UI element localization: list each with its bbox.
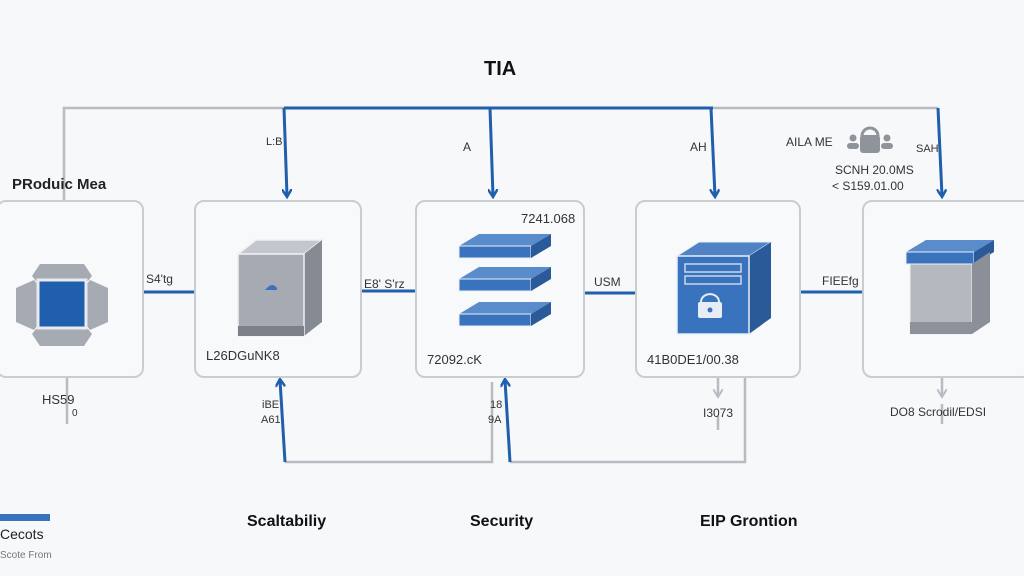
caption-scalability: Scaltabiliy bbox=[247, 513, 327, 530]
node-compute[interactable]: ☁ L26DGuNK8 bbox=[194, 200, 362, 378]
secure-down-label: I3073 bbox=[703, 406, 734, 420]
arrow-down-secure bbox=[709, 107, 715, 196]
arrow-label-1: L:B bbox=[266, 136, 283, 148]
product-label: PRoduic Mea bbox=[12, 176, 107, 193]
flow-label-3: USM bbox=[594, 275, 621, 289]
caption-security: Security bbox=[470, 513, 534, 530]
arrow-down-compute bbox=[284, 107, 287, 196]
storage-up-label-2: 9A bbox=[488, 414, 502, 426]
node-source[interactable] bbox=[0, 200, 144, 378]
arrow-label-4: SAH bbox=[916, 143, 939, 155]
arrow-up-storage bbox=[505, 380, 512, 463]
legend-swatch bbox=[0, 514, 50, 521]
diagram-title: TIA bbox=[484, 58, 517, 80]
svg-text:☁: ☁ bbox=[264, 278, 278, 294]
arrow-label-2: A bbox=[463, 140, 472, 154]
hs-label: HS59 bbox=[42, 392, 75, 407]
target-down-label: DO8 Scrodil/EDSI bbox=[890, 405, 987, 419]
box-gray-icon bbox=[905, 240, 994, 335]
price-label-2: < S159.01.00 bbox=[832, 179, 904, 193]
server-gray-icon: ☁ bbox=[235, 239, 325, 337]
bottom-loop-gray bbox=[285, 382, 494, 464]
server-blue-lock-icon bbox=[675, 241, 773, 335]
top-bus-gray-left bbox=[62, 106, 284, 200]
legend-subtitle: Scote From bbox=[0, 550, 52, 561]
cluster-icon bbox=[16, 264, 108, 346]
caption-eip: EIP Grontion bbox=[700, 513, 798, 530]
stack-layers-icon bbox=[458, 234, 551, 327]
flow-label-4: FIEEfg bbox=[822, 274, 859, 288]
users-lock-icon bbox=[847, 126, 893, 153]
hs-sub-label: 0 bbox=[72, 408, 78, 419]
arrow-down-storage bbox=[490, 107, 493, 196]
node-storage[interactable]: 7241.068 72092.cK bbox=[415, 200, 585, 378]
flow-label-1: S4'tg bbox=[146, 272, 173, 286]
node-storage-value-bottom: 72092.cK bbox=[427, 352, 482, 367]
arrow-down-target bbox=[936, 107, 942, 196]
arrow-label-3: AH bbox=[690, 140, 707, 154]
bottom-loop-gray-2 bbox=[510, 376, 747, 464]
compute-up-label: iBE bbox=[262, 399, 280, 411]
arrow-up-compute bbox=[280, 380, 287, 463]
node-compute-value: L26DGuNK8 bbox=[206, 348, 280, 363]
price-label-1: SCNH 20.0MS bbox=[835, 163, 914, 177]
storage-up-label: 18 bbox=[490, 399, 503, 411]
node-secure[interactable]: 41B0DE1/00.38 bbox=[635, 200, 801, 378]
node-target[interactable] bbox=[862, 200, 1024, 378]
node-secure-value: 41B0DE1/00.38 bbox=[647, 352, 739, 367]
compute-up-label-2: A61 bbox=[261, 414, 281, 426]
legend-title: Cecots bbox=[0, 526, 44, 542]
aila-label: AILA ME bbox=[786, 135, 833, 149]
flow-label-2: E8' S'rz bbox=[364, 277, 405, 291]
node-storage-value-top: 7241.068 bbox=[521, 211, 576, 226]
